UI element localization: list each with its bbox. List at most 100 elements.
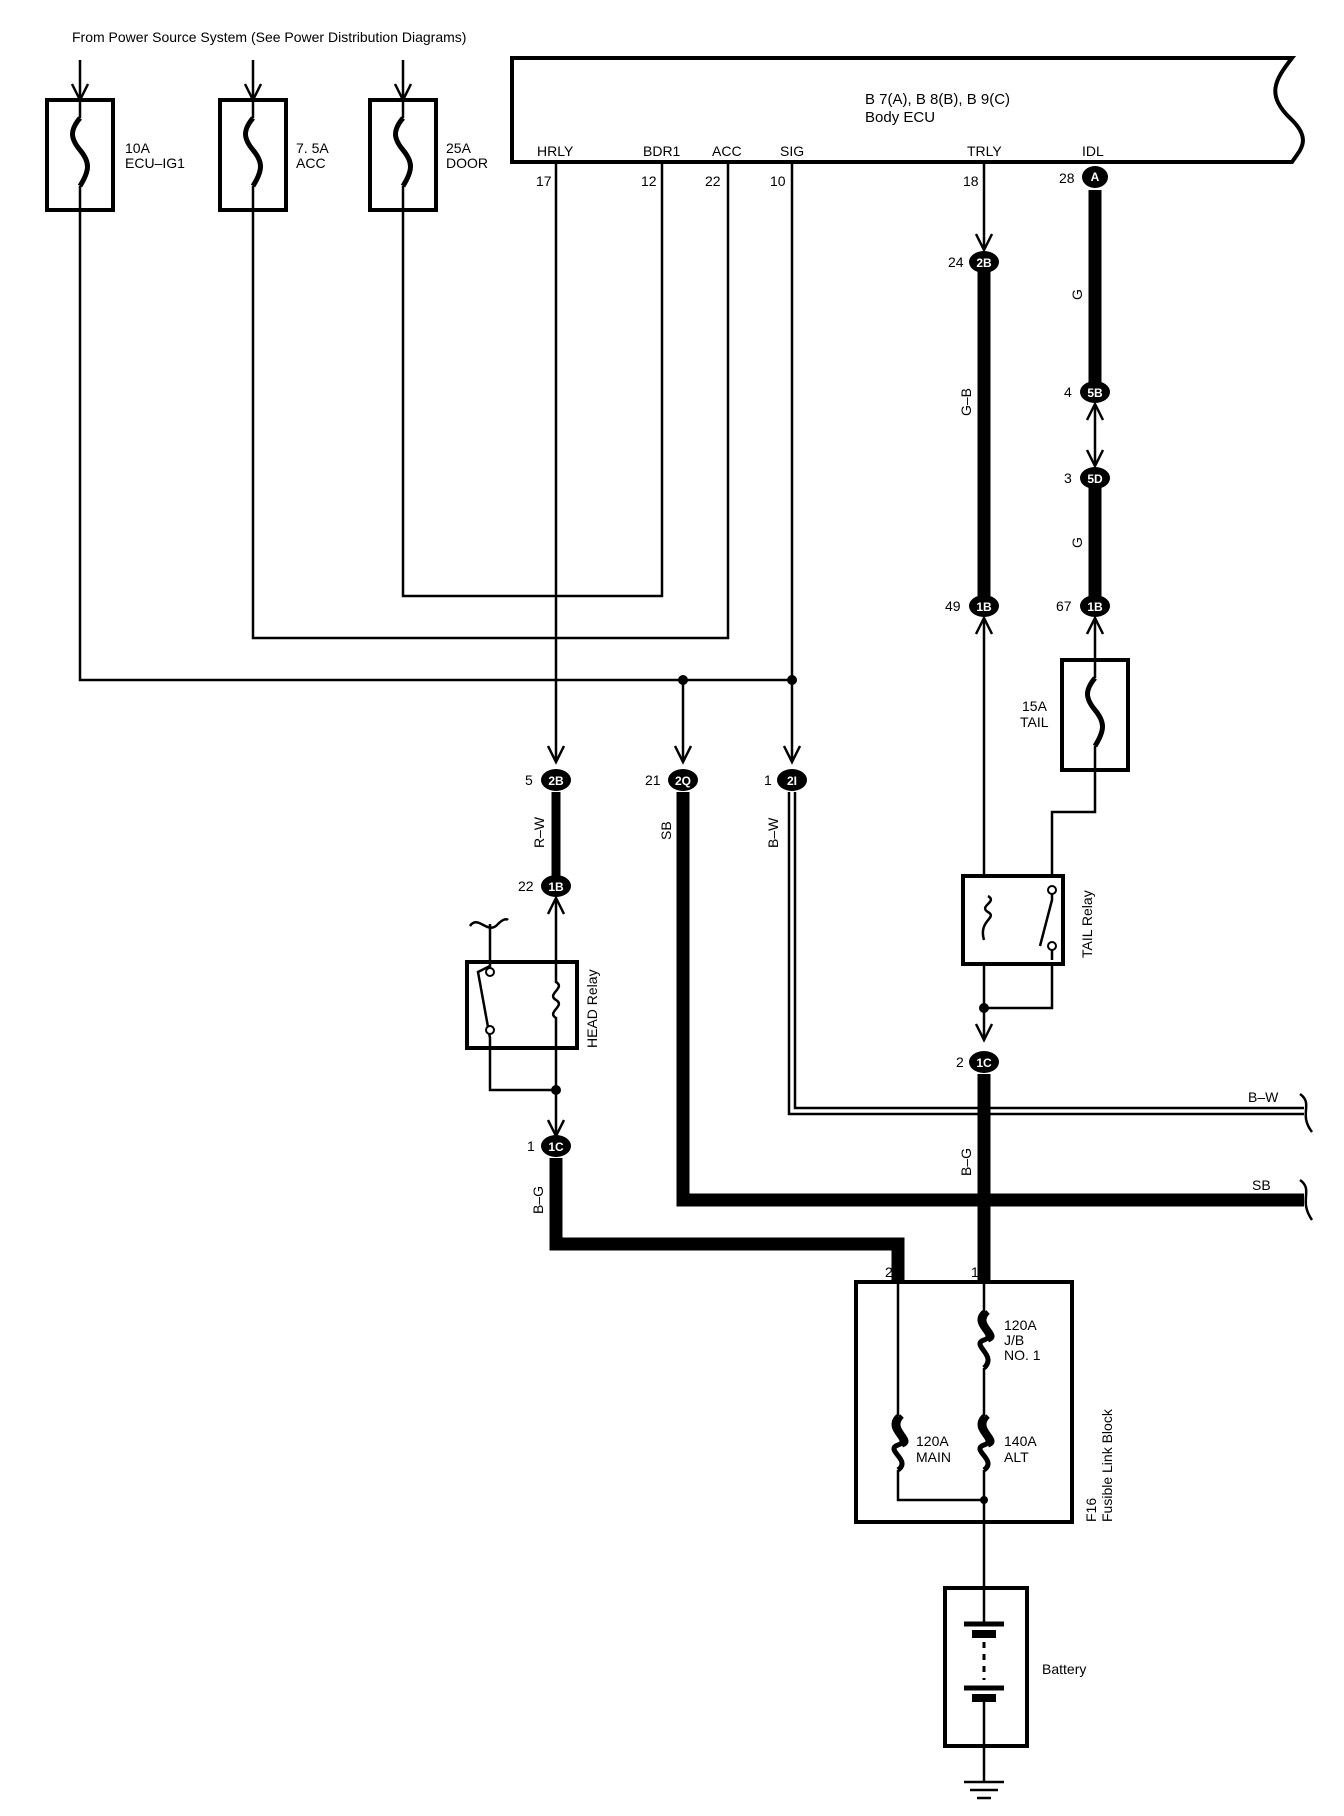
connector-id: 2B bbox=[976, 256, 992, 270]
ecu-pin-label-acc: ACC bbox=[712, 143, 742, 159]
ecu-pin-num-18: 18 bbox=[963, 173, 979, 189]
wire-bg-left bbox=[549, 1158, 905, 1282]
connector-id: 2Q bbox=[675, 774, 691, 788]
connector-id: 1C bbox=[548, 1140, 564, 1154]
wire-break-icon bbox=[1299, 1178, 1314, 1221]
arrow-down-icon bbox=[782, 745, 802, 765]
ecu-pin-label-idl: IDL bbox=[1082, 143, 1104, 159]
arrow-down-icon bbox=[974, 233, 994, 253]
arrow-up-icon bbox=[546, 895, 566, 915]
wire-color-sb-out: SB bbox=[1252, 1177, 1271, 1193]
fuse-acc-amp: 7. 5A bbox=[296, 140, 329, 156]
wire-door-bdr1 bbox=[401, 162, 664, 598]
body-ecu-ref: B 7(A), B 8(B), B 9(C) bbox=[865, 91, 1010, 108]
ecu-pin-label-bdr1: BDR1 bbox=[643, 143, 681, 159]
connector-pin: 49 bbox=[945, 598, 961, 614]
splice-dot bbox=[980, 1496, 988, 1504]
ecu-pin-num-12: 12 bbox=[641, 173, 657, 189]
wire-color-bg-left: B–G bbox=[530, 1186, 546, 1214]
battery-label: Battery bbox=[1042, 1661, 1086, 1677]
connector-pin: 3 bbox=[1064, 470, 1072, 486]
connector-1b-67: 1B 67 bbox=[1056, 595, 1110, 617]
flb-ref: F16 bbox=[1083, 1498, 1099, 1522]
fuse-acc-name: ACC bbox=[296, 155, 326, 171]
flb-internal-wiring bbox=[896, 1282, 986, 1522]
connector-id: 1B bbox=[1087, 600, 1103, 614]
wire-color-sb: SB bbox=[658, 821, 674, 840]
connector-1c-1: 1C 1 bbox=[527, 1135, 571, 1157]
arrow-down-icon bbox=[1085, 449, 1105, 469]
connector-pin: 1 bbox=[764, 772, 772, 788]
fuse-ecu-ig1-amp: 10A bbox=[125, 140, 151, 156]
ecu-pin-num-22: 22 bbox=[705, 173, 721, 189]
splice-dot bbox=[787, 675, 797, 685]
coil-icon bbox=[981, 894, 993, 941]
ecu-pin-num-28: 28 bbox=[1059, 170, 1075, 186]
arrow-down-icon bbox=[243, 60, 263, 103]
ecu-pin-label-sig: SIG bbox=[780, 143, 804, 159]
arrow-down-icon bbox=[673, 745, 693, 765]
connector-id: 2B bbox=[548, 774, 564, 788]
fuse-tail-name: TAIL bbox=[1020, 714, 1049, 730]
connector-id: 1C bbox=[976, 1056, 992, 1070]
fuse-ecu-ig1: 10A ECU–IG1 bbox=[45, 60, 185, 212]
fuse-ecu-ig1-name: ECU–IG1 bbox=[125, 155, 185, 171]
battery-box bbox=[943, 1586, 1029, 1748]
connector-pin: 2 bbox=[956, 1054, 964, 1070]
relay-contact bbox=[485, 967, 495, 977]
arrow-up-icon bbox=[1085, 401, 1105, 421]
splice-dot bbox=[979, 1003, 989, 1013]
wire-color-g-top: G bbox=[1069, 289, 1085, 300]
fuse-icon bbox=[70, 116, 90, 188]
body-ecu-name: Body ECU bbox=[865, 109, 935, 126]
flb-main-name: MAIN bbox=[916, 1449, 951, 1465]
connector-pin: 22 bbox=[518, 878, 534, 894]
arrow-down-icon bbox=[70, 60, 90, 103]
relay-switch-icon bbox=[476, 924, 556, 1092]
arrow-up-icon bbox=[1085, 615, 1105, 635]
ecu-pin-label-trly: TRLY bbox=[967, 143, 1002, 159]
connector-2q-21: 2Q 21 bbox=[645, 769, 698, 791]
body-ecu-box bbox=[510, 56, 1305, 164]
ecu-pin-label-hrly: HRLY bbox=[537, 143, 574, 159]
ecu-connector-a bbox=[1082, 166, 1108, 188]
wire-break-icon bbox=[1299, 1092, 1314, 1133]
arrow-down-icon bbox=[546, 745, 566, 765]
relay-contact bbox=[1047, 941, 1057, 951]
connector-pin: 1 bbox=[527, 1138, 535, 1154]
ecu-pin-num-10: 10 bbox=[770, 173, 786, 189]
connector-id: 5B bbox=[1087, 386, 1103, 400]
connector-1b-49: 1B 49 bbox=[945, 595, 999, 617]
fuse-door-name: DOOR bbox=[446, 155, 488, 171]
connector-1c-2: 1C 2 bbox=[956, 1051, 999, 1073]
connector-pin: 24 bbox=[948, 254, 964, 270]
power-source-label: From Power Source System (See Power Dist… bbox=[72, 29, 466, 45]
connector-id: 1B bbox=[976, 600, 992, 614]
fuse-door: 25A DOOR bbox=[368, 60, 488, 212]
fusible-link-icon bbox=[977, 1414, 995, 1473]
connector-id: 2I bbox=[787, 774, 797, 788]
connector-5b-4: 5B 4 bbox=[1064, 381, 1110, 403]
wire-color-bw: B–W bbox=[765, 817, 781, 848]
wire-color-rw: R–W bbox=[531, 816, 547, 848]
arrow-up-icon bbox=[974, 615, 994, 635]
flb-name: Fusible Link Block bbox=[1099, 1408, 1115, 1522]
connector-1b-22: 1B 22 bbox=[518, 875, 571, 897]
head-relay: HEAD Relay bbox=[465, 917, 600, 1092]
wire-tail-switch bbox=[984, 770, 1097, 1010]
ac-source-icon bbox=[468, 917, 509, 929]
ecu-pin-num-17: 17 bbox=[536, 173, 552, 189]
connector-pin: 21 bbox=[645, 772, 661, 788]
fusible-link-icon bbox=[977, 1310, 995, 1370]
flb-alt-amp: 140A bbox=[1004, 1433, 1037, 1449]
connector-id: 5D bbox=[1087, 472, 1103, 486]
fuse-tail-amp: 15A bbox=[1022, 698, 1048, 714]
fusible-link-block: 2 1 120A J/B NO. 1 120A MAIN 140A ALT F1… bbox=[854, 1264, 1115, 1524]
wire-bw bbox=[787, 792, 1304, 1116]
flb-main-amp: 120A bbox=[916, 1433, 949, 1449]
wire-color-bg-right: B–G bbox=[958, 1148, 974, 1176]
connector-pin: 4 bbox=[1064, 384, 1072, 400]
relay-contact bbox=[485, 1025, 495, 1035]
fusible-link-block-box bbox=[854, 1280, 1074, 1524]
body-ecu: B 7(A), B 8(B), B 9(C) Body ECU HRLY BDR… bbox=[510, 56, 1305, 189]
